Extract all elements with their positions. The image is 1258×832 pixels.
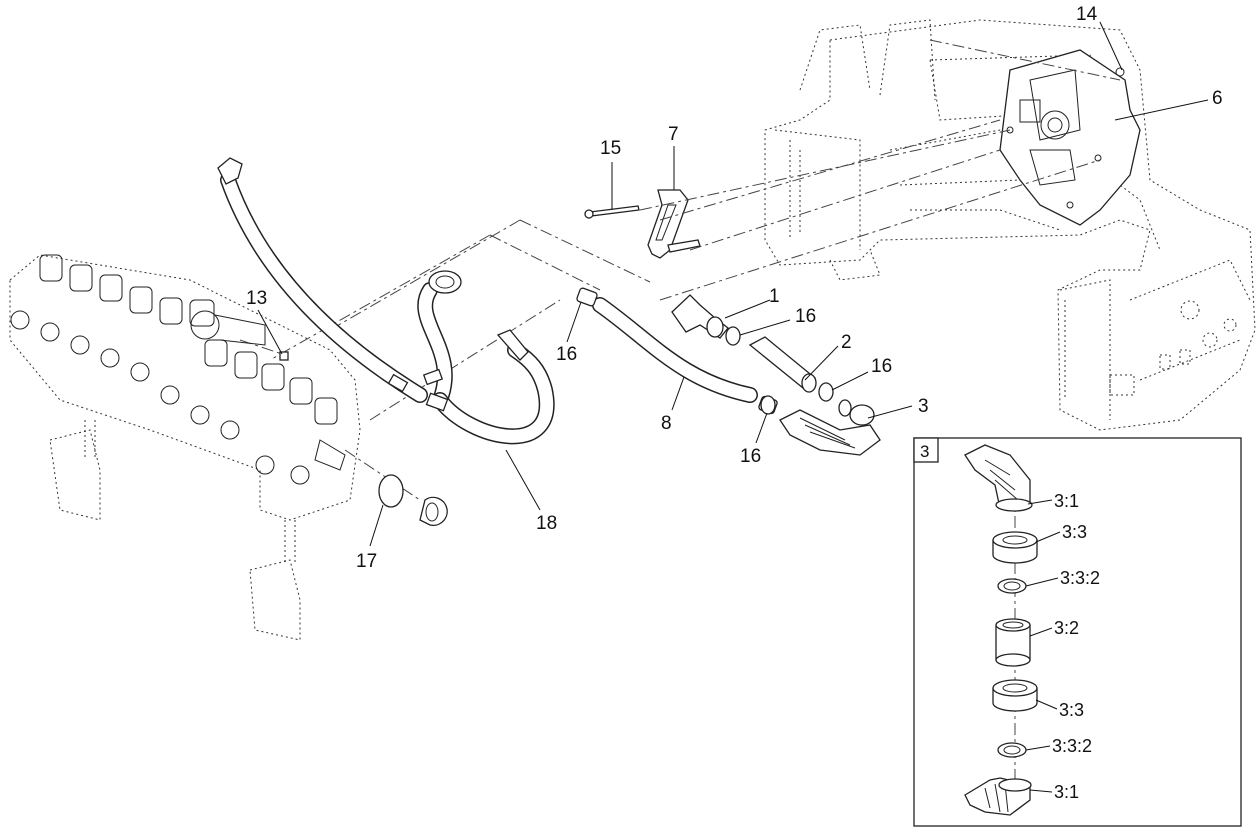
mounting-plate-6 (999, 49, 1141, 226)
detail-label-3-2: 3:2 (1054, 618, 1079, 638)
detail-leaders (1025, 499, 1061, 793)
hose-18 (387, 270, 555, 445)
bracket-7 (647, 189, 701, 259)
callout-16-left: 16 (556, 344, 577, 365)
detail-label-3-1-upper: 3:1 (1054, 491, 1079, 511)
callout-1: 1 (769, 286, 780, 307)
detail-elbow-upper (964, 444, 1033, 512)
detail-label-3-3-2-upper: 3:3:2 (1060, 568, 1100, 588)
detail-nut-upper (992, 531, 1038, 564)
tractor-frame-phantom (764, 19, 1256, 431)
detail-box-3: 3 (913, 437, 1242, 827)
valve-row-upper (39, 254, 215, 327)
callout-3: 3 (918, 396, 929, 417)
detail-box-label: 3 (920, 442, 929, 461)
part-3-elbow-assembly (779, 399, 881, 456)
detail-sleeve (995, 618, 1031, 667)
callout-16-right: 16 (871, 356, 892, 377)
part-1-adapter (671, 294, 729, 339)
callout-6: 6 (1212, 88, 1223, 109)
callout-13: 13 (246, 288, 267, 309)
callout-16-lower: 16 (740, 446, 761, 467)
detail-label-3-3-upper: 3:3 (1062, 522, 1087, 542)
detail-label-3-1-lower: 3:1 (1054, 782, 1079, 802)
callout-15: 15 (600, 138, 621, 159)
part-16-clamp-lower (760, 395, 776, 415)
callout-17: 17 (356, 551, 377, 572)
leader-lines (257, 21, 1209, 547)
detail-nut-lower (992, 679, 1038, 712)
part-2-sleeve (748, 336, 817, 393)
pin-15 (584, 205, 640, 219)
part-17-plug (378, 474, 448, 527)
callout-16-upper: 16 (795, 306, 816, 327)
detail-elbow-lower (964, 777, 1032, 816)
callout-14: 14 (1076, 4, 1098, 25)
valve-manifold (9, 254, 361, 641)
part-16-clamp-right (818, 382, 834, 402)
valve-bodies (10, 310, 310, 485)
detail-washer-lower (997, 742, 1027, 758)
callout-18: 18 (536, 513, 557, 534)
alignment-lines (239, 39, 1121, 501)
part-16-clamp-upper (725, 326, 741, 346)
callout-7: 7 (668, 124, 679, 145)
part-13-fitting (279, 351, 289, 361)
hose-upper-long (217, 157, 428, 403)
detail-washer-upper (997, 578, 1027, 594)
valve-row-lower (204, 339, 338, 425)
detail-label-3-3-2-lower: 3:3:2 (1052, 736, 1092, 756)
callout-2: 2 (841, 332, 852, 353)
callout-labels: 14 6 7 15 1 16 2 16 3 16 16 8 13 17 18 (246, 4, 1223, 572)
detail-label-3-3-lower: 3:3 (1059, 700, 1084, 720)
callout-8: 8 (661, 413, 672, 434)
